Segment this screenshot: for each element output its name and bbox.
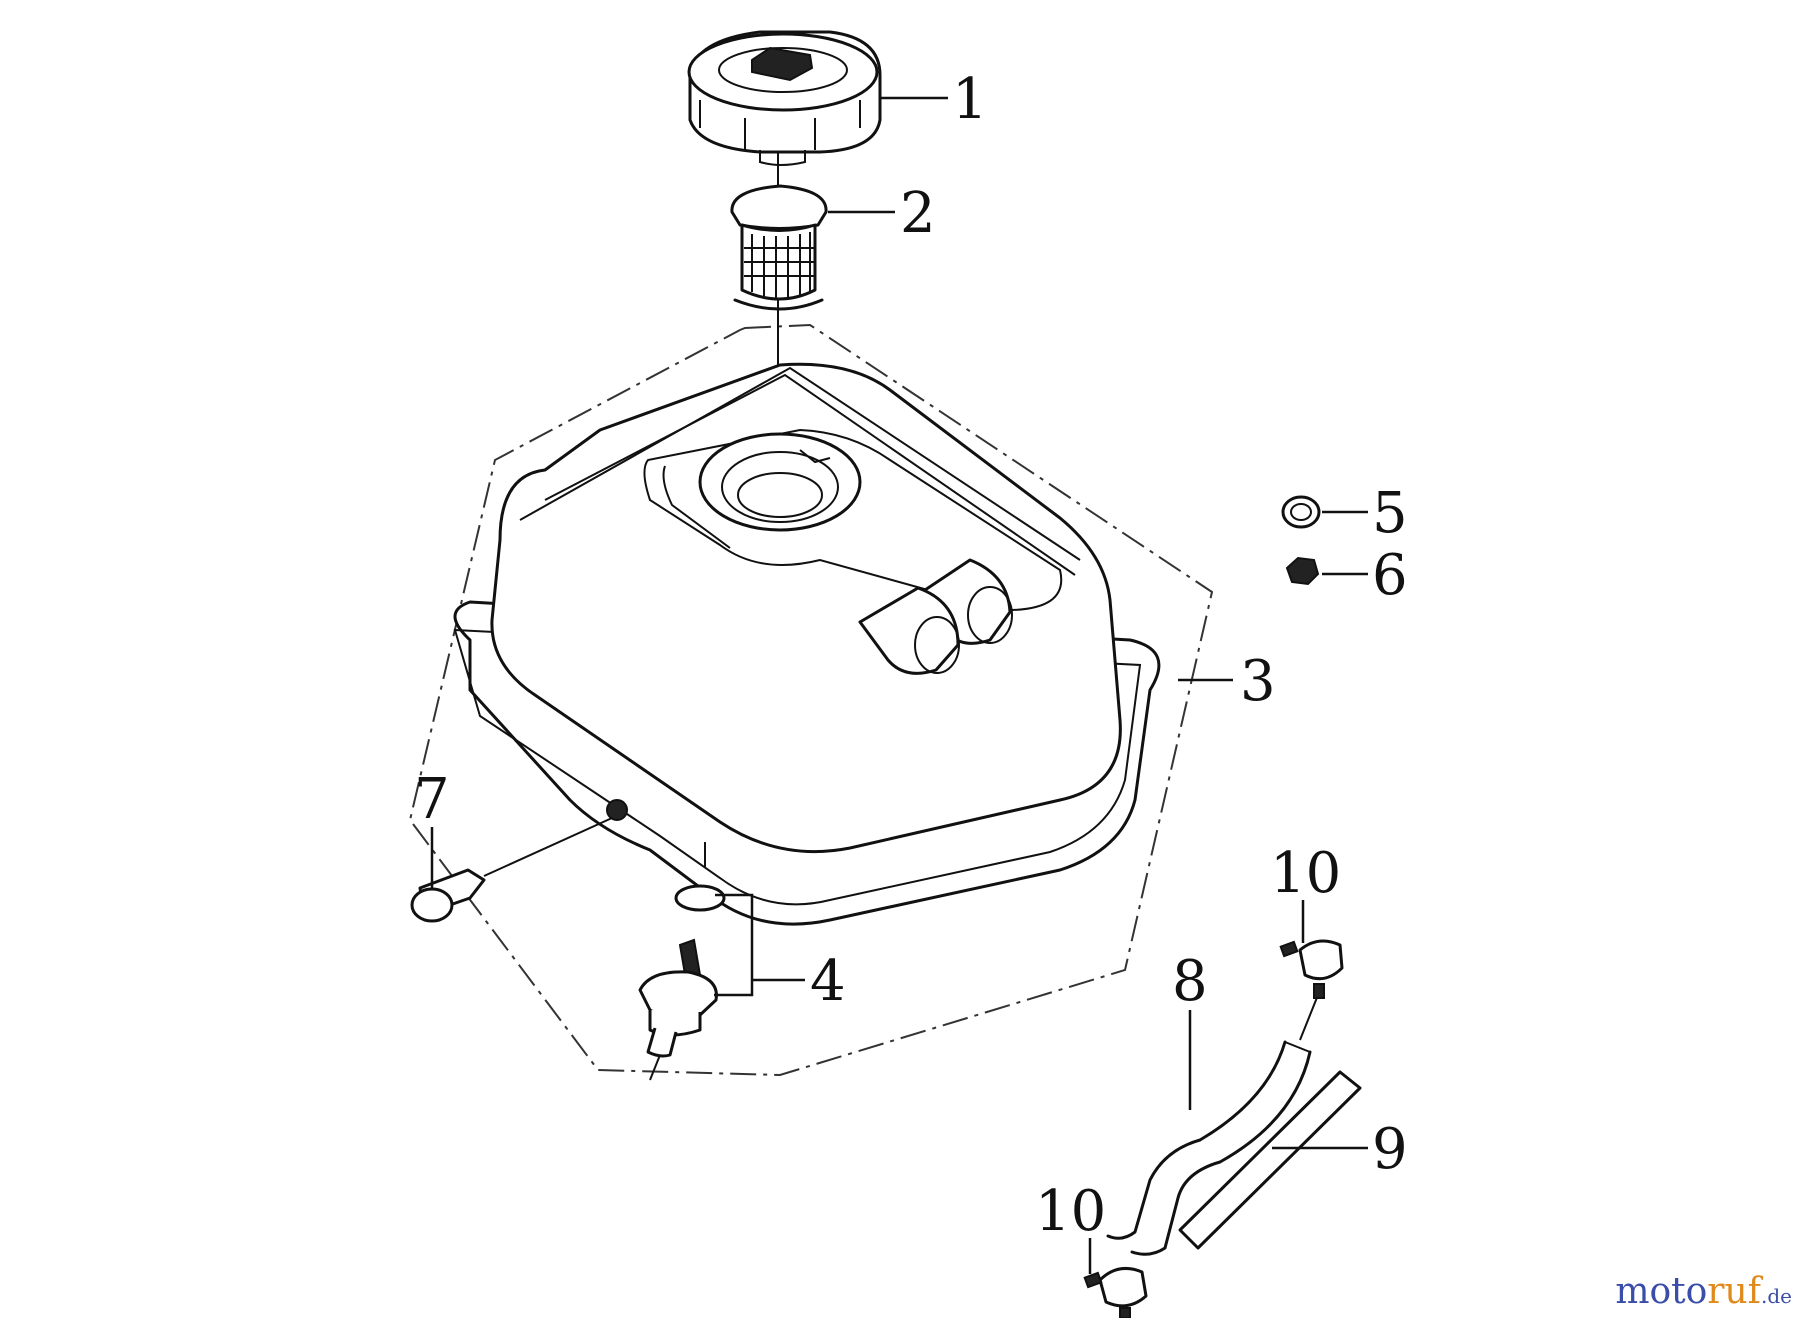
flange-bolt — [410, 817, 613, 923]
nut — [1285, 556, 1320, 586]
drain-valve — [638, 842, 726, 1081]
fuel-cap — [687, 30, 882, 166]
leader-line-4 — [714, 893, 754, 997]
callout-1: 1 — [952, 67, 988, 132]
watermark-brand-b: ruf — [1707, 1271, 1761, 1312]
callout-10-lower: 10 — [1035, 1179, 1106, 1244]
hose-clamp-upper — [1279, 939, 1344, 999]
callout-4: 4 — [810, 949, 846, 1014]
callout-9: 9 — [1372, 1117, 1408, 1182]
fuel-hose — [1106, 994, 1319, 1256]
washer — [1281, 495, 1321, 529]
callout-10-upper: 10 — [1270, 841, 1341, 906]
fuel-tank — [453, 362, 1161, 926]
callout-2: 2 — [900, 181, 936, 246]
hose-sleeve — [1178, 1070, 1362, 1250]
hose-clamp-lower — [1083, 1266, 1148, 1318]
callout-3: 3 — [1240, 649, 1276, 714]
callout-6: 6 — [1372, 543, 1408, 608]
watermark-suffix: .de — [1761, 1284, 1792, 1308]
callout-8: 8 — [1172, 949, 1208, 1014]
brand-watermark: motoruf.de — [1615, 1271, 1792, 1312]
callout-5: 5 — [1372, 481, 1408, 546]
callout-7: 7 — [414, 767, 450, 832]
watermark-brand-a: moto — [1615, 1271, 1708, 1312]
fuel-strainer — [730, 184, 828, 311]
assembly-boundary — [408, 323, 1214, 1077]
